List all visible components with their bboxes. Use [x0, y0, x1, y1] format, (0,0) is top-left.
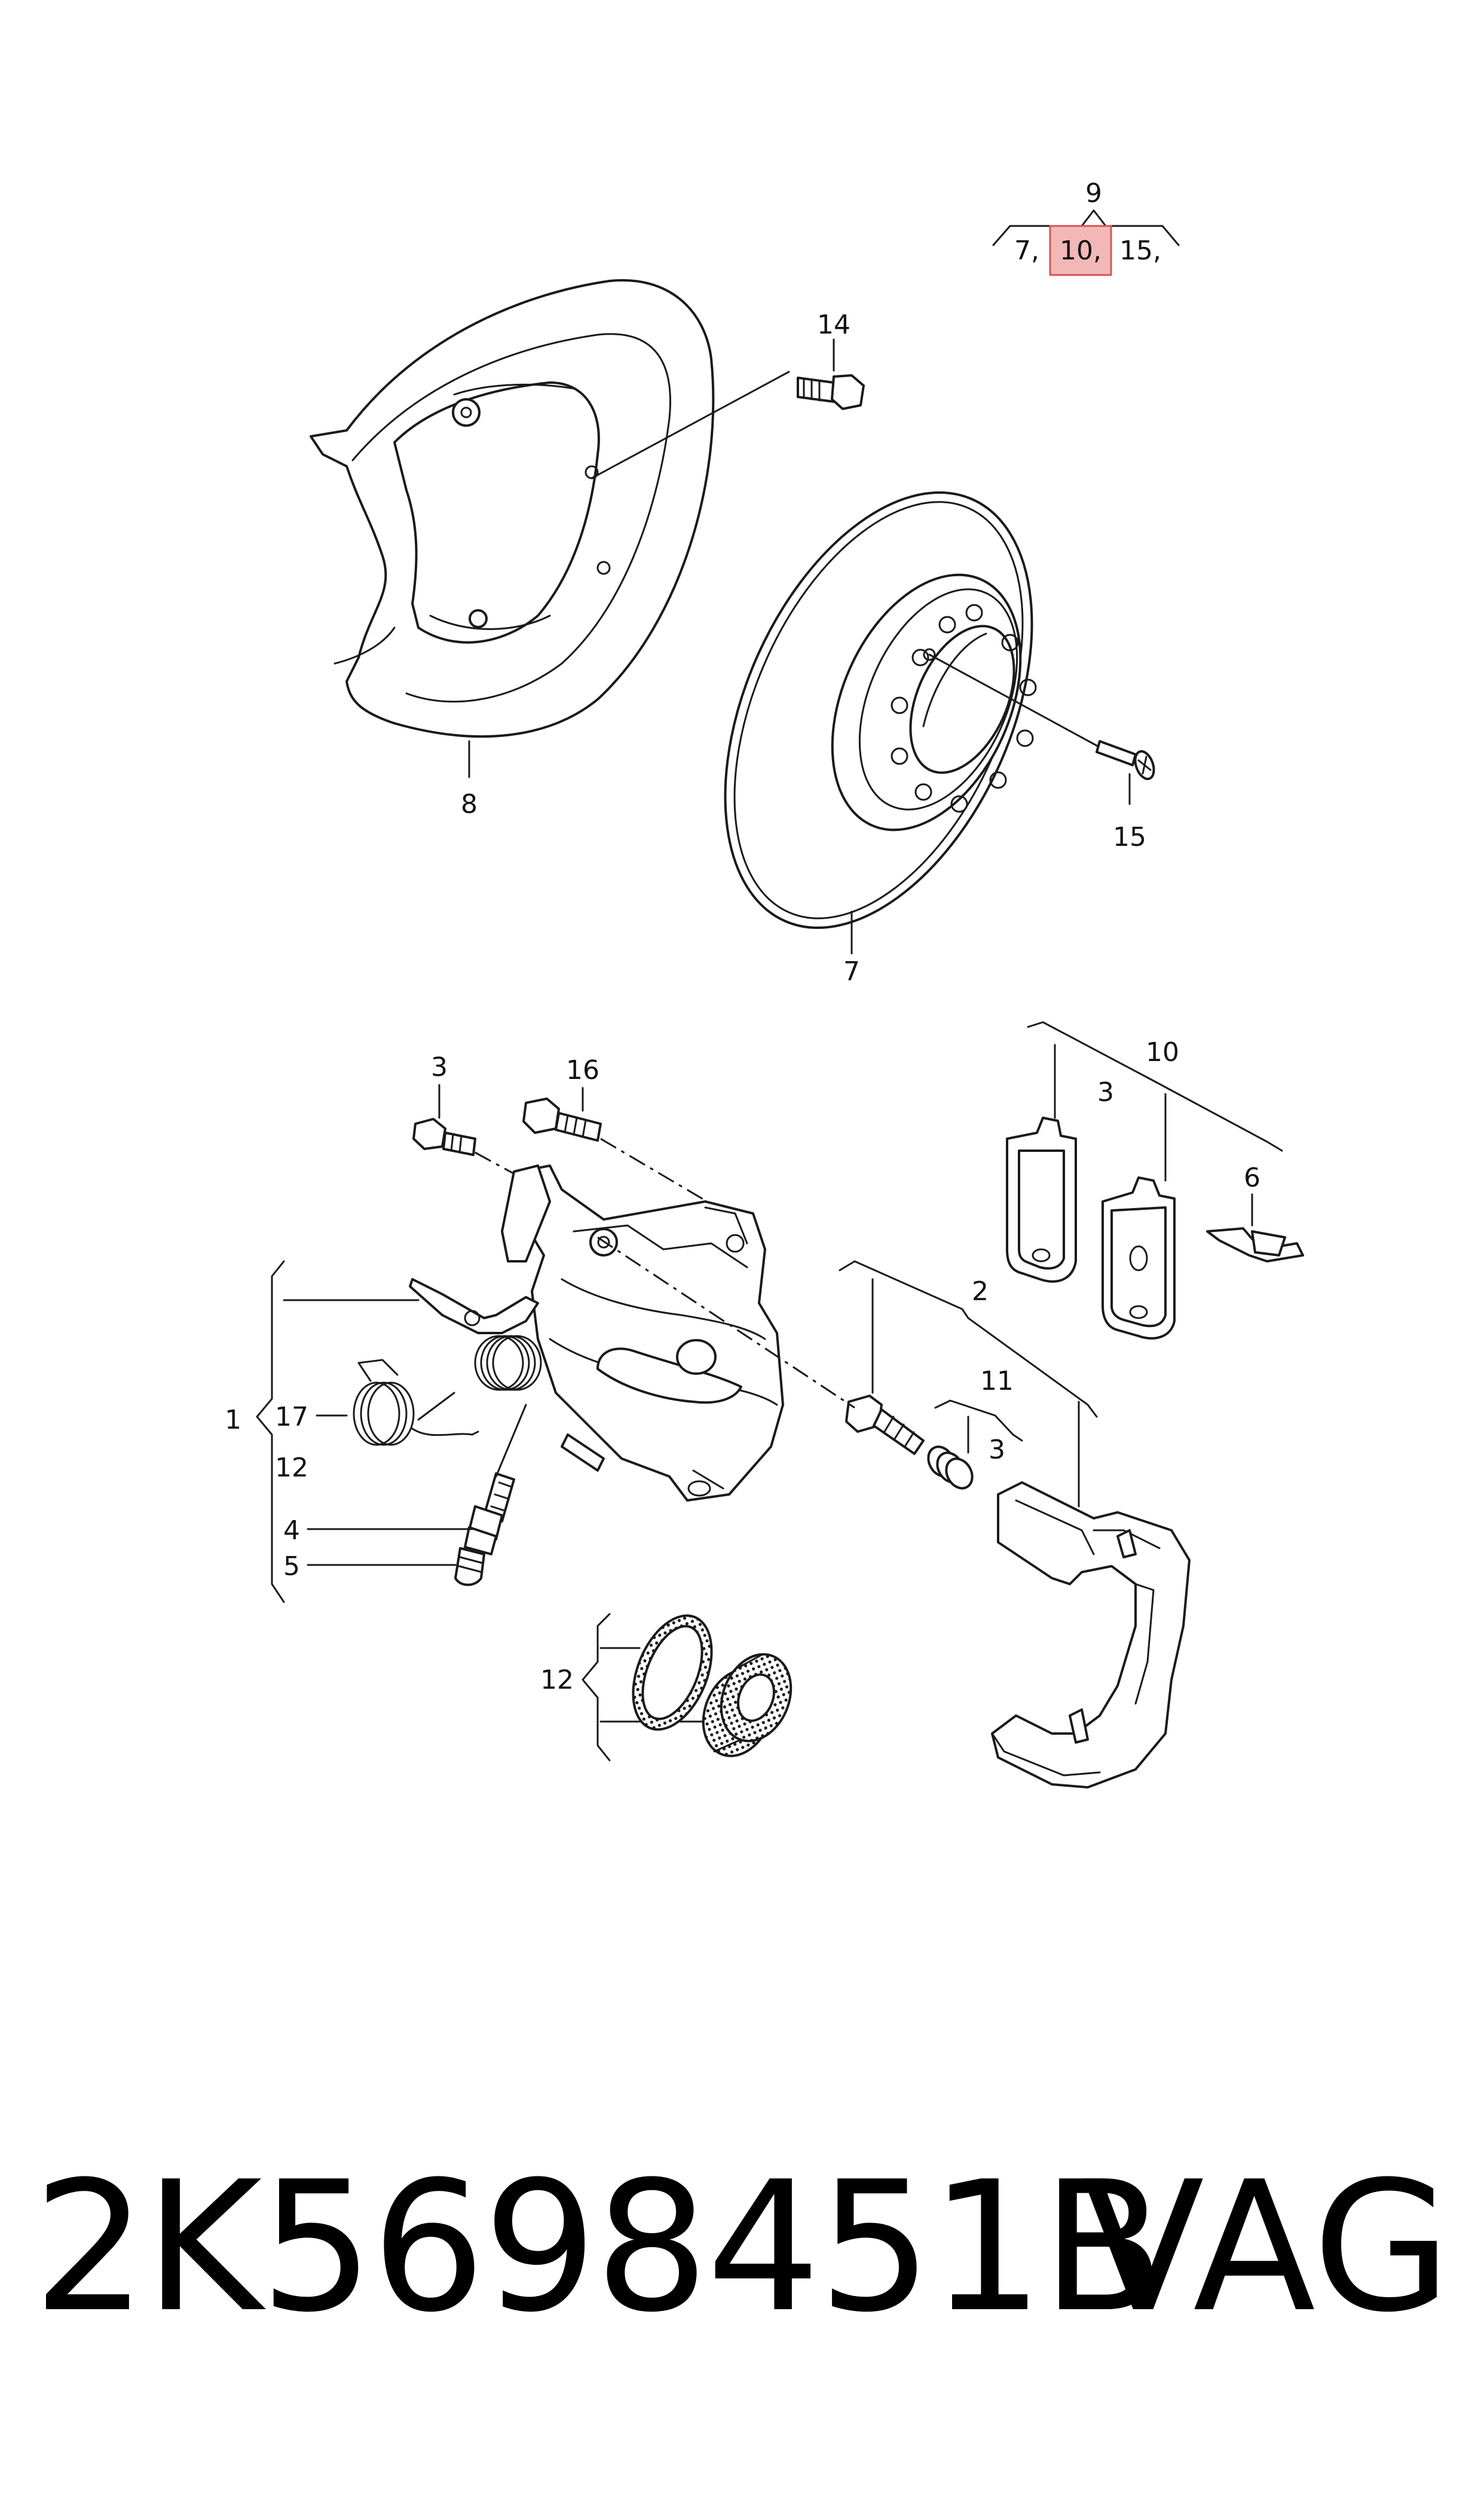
callout-3-pads: 3 — [1097, 1077, 1114, 1108]
header-item-15: 15, — [1119, 236, 1161, 266]
wear-clip — [1206, 1227, 1304, 1262]
parking-lever — [409, 1164, 551, 1334]
leader-15 — [928, 653, 1101, 748]
header-item-7: 7, — [1014, 236, 1039, 266]
brake-disc — [724, 491, 1037, 930]
bolt-16 — [522, 1097, 602, 1142]
caliper-carrier — [991, 1481, 1191, 1789]
callout-6: 6 — [1244, 1163, 1260, 1193]
header-group: 9 7, 10, 15, — [992, 178, 1180, 276]
caliper-housing — [519, 1164, 784, 1502]
bolt-3 — [412, 1118, 476, 1156]
axis-guide — [597, 1236, 855, 1409]
splash-shield — [310, 279, 715, 738]
callout-15: 15 — [1113, 822, 1146, 852]
callout-16: 16 — [566, 1055, 599, 1086]
leaders-pads — [1054, 1044, 1167, 1182]
callout-17: 17 — [275, 1402, 308, 1432]
brand-label: VAG — [1082, 2143, 1452, 2352]
piston-seal — [632, 1614, 713, 1731]
callout-10: 10 — [1146, 1037, 1179, 1068]
callout-7: 7 — [843, 956, 860, 987]
bracket-2 — [839, 1260, 1098, 1418]
callout-3-top: 3 — [431, 1052, 448, 1083]
bolt-14 — [797, 374, 865, 410]
callout-5: 5 — [283, 1551, 300, 1582]
callout-1: 1 — [225, 1405, 241, 1435]
callout-2: 2 — [972, 1276, 989, 1307]
dust-cap — [454, 1547, 485, 1586]
bracket-10 — [1027, 1021, 1283, 1152]
piston-boot — [702, 1653, 793, 1757]
bleeder-valve — [464, 1472, 515, 1555]
callout-3-guide: 3 — [989, 1435, 1005, 1465]
header-bracket — [992, 209, 1180, 246]
guide-bolt — [845, 1395, 925, 1455]
brake-pad-1 — [1006, 1117, 1077, 1283]
callout-11: 11 — [980, 1366, 1014, 1396]
callout-8: 8 — [461, 789, 478, 820]
leader-bleeder — [495, 1404, 527, 1478]
spring-17 — [353, 1359, 479, 1446]
screw-15 — [1096, 740, 1155, 781]
callout-12-group: 12 — [275, 1453, 308, 1483]
caliper-spring — [474, 1335, 542, 1391]
guide-boot — [927, 1445, 974, 1490]
bracket-1 — [256, 1260, 285, 1603]
callout-9: 9 — [1085, 178, 1102, 209]
header-item-10: 10, — [1060, 236, 1101, 266]
callout-12-kit: 12 — [540, 1665, 574, 1695]
highlight-box — [1049, 225, 1112, 276]
callout-14: 14 — [817, 310, 850, 340]
axis-bolt16 — [600, 1138, 718, 1209]
callout-4: 4 — [283, 1515, 300, 1546]
bracket-11 — [934, 1399, 1023, 1442]
bracket-12 — [582, 1613, 611, 1762]
brake-pad-2 — [1101, 1176, 1176, 1340]
part-number: 2K5698451B — [33, 2143, 1164, 2352]
footer: 2K5698451B VAG — [0, 2158, 1484, 2409]
leader-14 — [590, 371, 790, 479]
